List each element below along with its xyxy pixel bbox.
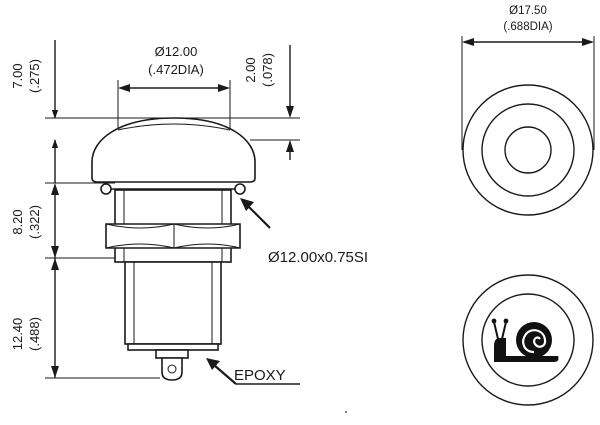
side-view: 7.00 (.275) 8.20 (.322) 12.40 (.488) Ø12… <box>10 40 368 385</box>
o-ring-left <box>100 183 112 195</box>
thread-length-inch: (.322) <box>27 205 42 239</box>
solder-terminal <box>161 357 183 381</box>
middle-ring <box>481 103 575 197</box>
body-length-dim: 12.40 (.488) <box>10 258 59 378</box>
cap-top-offset-mm: 2.00 <box>243 57 258 82</box>
thread-length-dim: 8.20 (.322) <box>10 183 59 258</box>
terminal-base <box>155 349 189 359</box>
body-length-inch: (.488) <box>27 317 42 351</box>
cap-top-offset-dim: 2.00 (.078) <box>243 45 294 160</box>
thread-spec-label: Ø12.00x0.75SI <box>268 249 368 266</box>
epoxy-label: EPOXY <box>234 367 286 384</box>
cap-top-offset-inch: (.078) <box>260 53 275 87</box>
snail-outer-ring <box>462 274 594 406</box>
cap-width-mm: Ø12.00 <box>155 44 198 59</box>
cap-height-mm: 7.00 <box>10 63 25 88</box>
snail-icon <box>491 318 559 362</box>
o-ring-right <box>234 183 246 195</box>
lower-body <box>124 261 222 345</box>
snail-inner-ring <box>481 293 575 387</box>
body-length-mm: 12.40 <box>10 318 25 351</box>
top-view: Ø17.50 (.688DIA) <box>461 5 595 216</box>
outer-diameter-mm: Ø17.50 <box>509 5 547 17</box>
thread-length-mm: 8.20 <box>10 209 25 234</box>
outer-diameter-inch: (.688DIA) <box>503 21 552 33</box>
cap-width-inch: (.472DIA) <box>148 62 204 77</box>
cap-width-dim: Ø12.00 (.472DIA) <box>117 44 231 160</box>
epoxy-base <box>127 343 219 351</box>
inner-ring <box>504 126 552 174</box>
outer-ring <box>462 84 594 216</box>
button-cap <box>91 117 256 183</box>
snail-view <box>462 274 594 406</box>
thread-spec-callout: Ø12.00x0.75SI <box>240 198 368 266</box>
cap-height-inch: (.275) <box>27 59 42 93</box>
cap-height-dim: 7.00 (.275) <box>10 40 59 183</box>
epoxy-callout: EPOXY <box>206 358 300 385</box>
